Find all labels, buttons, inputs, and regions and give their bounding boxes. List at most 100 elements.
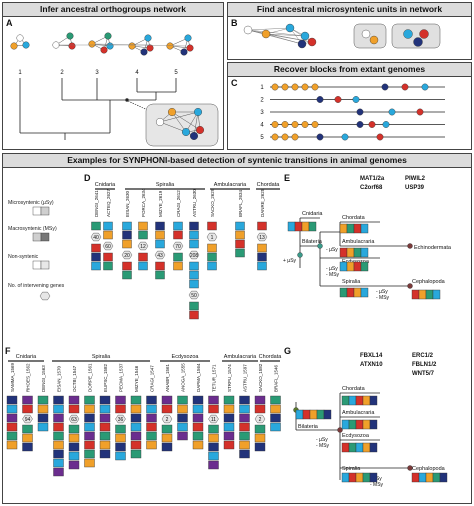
- strip-e: [339, 223, 348, 234]
- unit-node: [361, 29, 371, 39]
- strip-e: [346, 223, 355, 234]
- block-gene-f: [192, 413, 204, 423]
- block-gene-f: [146, 404, 157, 414]
- species-label: CRAGI_2612: [176, 190, 181, 217]
- leaf-label-3: 3: [95, 70, 99, 76]
- gene-dot: [334, 96, 342, 103]
- gene-dot: [301, 121, 309, 128]
- panel-a: Infer ancestral orthogroups network: [2, 2, 224, 150]
- panel-c: Recover blocks from extant genomes: [227, 62, 472, 150]
- block-gene-f: [270, 395, 281, 405]
- strip-e: [308, 221, 317, 232]
- block-gene-f: [223, 422, 235, 432]
- node-g-chordata: Chordata: [342, 386, 366, 392]
- ancestral-node: [193, 107, 202, 116]
- block-gene-f: [22, 404, 33, 414]
- block-gene-f: [208, 404, 219, 414]
- count-hexagon-f: [208, 414, 219, 424]
- count-hexagon-label: 208: [190, 253, 199, 259]
- count-hexagon-f: [22, 414, 33, 424]
- gene-dot: [376, 133, 384, 141]
- strip-g: [348, 442, 357, 453]
- block-gene: [189, 301, 199, 311]
- network-node: [166, 42, 174, 50]
- gene-dot: [281, 133, 289, 141]
- label-b: B: [231, 18, 238, 28]
- event-e: - MSy: [326, 272, 340, 278]
- block-gene-f: [6, 404, 18, 414]
- gene-dot: [281, 83, 289, 91]
- block-gene-f: [239, 431, 250, 441]
- block-gene-f: [99, 395, 111, 405]
- block-gene-f: [192, 404, 204, 414]
- block-gene-f: [6, 431, 18, 441]
- count-hexagon: [188, 250, 200, 260]
- count-hexagon: [188, 290, 200, 300]
- count-hexagon-f-label: 63: [71, 417, 77, 423]
- label-c: C: [231, 78, 238, 88]
- block-gene-f: [177, 422, 188, 432]
- strip-g: [355, 395, 364, 406]
- legend-non-box: [32, 260, 42, 270]
- block-gene: [173, 261, 183, 271]
- group-label-Cnidaria: Cnidaria: [95, 182, 116, 188]
- block-gene-f: [99, 440, 111, 450]
- block-gene: [235, 239, 245, 249]
- species-label-f: ASTRU_1597: [243, 364, 248, 392]
- network-edge: [247, 29, 303, 45]
- ancestral-node: [181, 127, 190, 136]
- network-node: [66, 32, 74, 40]
- row-label-4: 4: [260, 123, 264, 129]
- leaf-label-4: 4: [135, 70, 139, 76]
- block-gene: [189, 230, 199, 240]
- gene-dot: [341, 133, 349, 141]
- block-gene-f: [208, 451, 219, 461]
- legend-gene-USP39: USP39: [405, 185, 425, 191]
- event-e: - MSy: [376, 295, 390, 301]
- block-gene: [207, 243, 217, 253]
- strip-e: [339, 261, 348, 272]
- network-node: [106, 42, 114, 50]
- block-gene-f: [6, 422, 18, 432]
- species-label: EISAN_2630: [125, 190, 130, 217]
- strip-g: [362, 395, 371, 406]
- strip-e: [432, 289, 441, 300]
- block-gene-f: [53, 440, 64, 450]
- block-gene: [138, 261, 148, 271]
- block-gene-f: [161, 395, 173, 405]
- block-gene-f: [84, 431, 95, 441]
- block-gene-f: [161, 433, 173, 443]
- network-node: [140, 48, 148, 56]
- count-hexagon-f-label: 36: [118, 417, 124, 423]
- block-gene-f: [161, 424, 173, 434]
- block-gene: [207, 261, 217, 271]
- block-gene: [189, 270, 199, 280]
- strip-g: [341, 395, 350, 406]
- block-gene-f: [37, 395, 49, 405]
- unit-node: [369, 35, 379, 45]
- count-hexagon-label: 70: [175, 244, 181, 250]
- legend-micro: Microsyntenic (µSy): [8, 200, 54, 206]
- block-gene: [173, 230, 183, 240]
- leaf-label-1: 1: [18, 70, 22, 76]
- block-gene: [155, 221, 165, 231]
- block-gene-f: [192, 431, 204, 441]
- count-hexagon-f-label: 2: [259, 417, 262, 423]
- block-gene: [257, 252, 267, 262]
- block-gene-f: [84, 440, 95, 450]
- unit-node: [419, 29, 429, 39]
- block-gene: [103, 221, 113, 231]
- species-label-f: SACKO_1582: [258, 363, 263, 392]
- block-gene-f: [146, 431, 157, 441]
- block-gene: [155, 270, 165, 280]
- block-gene-f: [53, 467, 64, 477]
- label-d: D: [84, 173, 91, 183]
- label-g: G: [284, 346, 292, 356]
- event-dot: [317, 243, 323, 249]
- block-gene: [173, 221, 183, 231]
- block-gene-f: [192, 440, 204, 450]
- network-node: [16, 34, 24, 42]
- block-gene-f: [84, 422, 95, 432]
- block-gene-f: [99, 413, 111, 423]
